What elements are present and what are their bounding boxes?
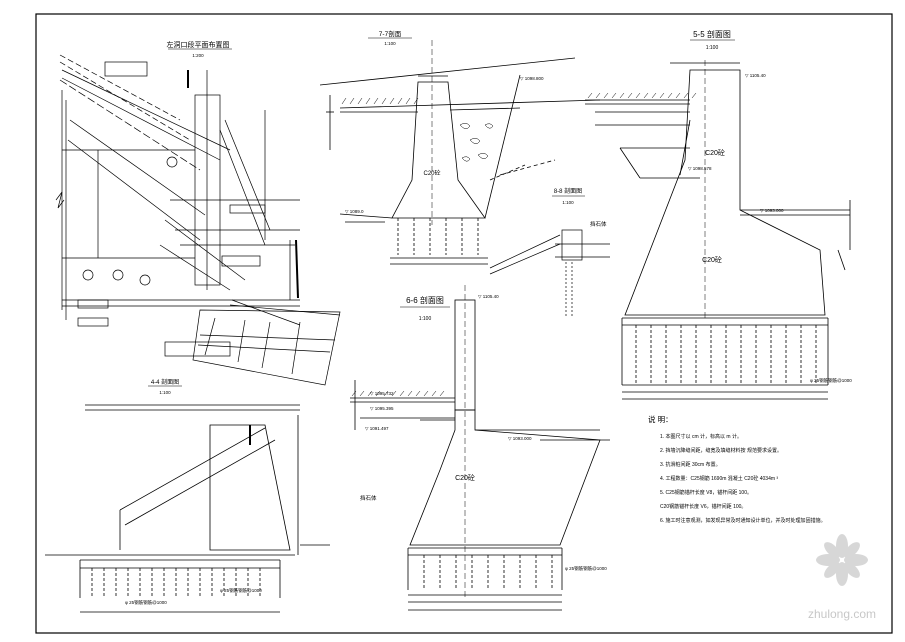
section-7-7 [319,40,601,265]
note-item-3: 3. 抗滑桩间距 30cm 布置。 [660,461,721,468]
notes-block: 说 明： 1. 本图尺寸以 cm 计，标高以 m 计。 2. 挡墙沉降缝间距，缝… [648,414,826,524]
note-item-2: 2. 挡墙沉降缝间距，缝宽及填缝材料按 规范要求设置。 [660,447,782,454]
plan-view [55,54,341,386]
section-6-6-labels: 6-6 剖面图 1:100 ▽ 1105.40 ▽ 1095.732 ▽ 109… [360,294,607,572]
plan-title-group: 左洞口段平面布置图 1:200 [167,40,232,58]
s66-elev-b: ▽ 1095.395 [370,406,394,411]
s88-scale: 1:100 [562,200,574,205]
s7-elev-top: ▽ 1098.800 [520,76,544,81]
note-item-5: 5. C25钢筋锚杆长度 V8，锚杆间距 100。 [660,489,752,496]
s88-label: 挡石体 [590,220,607,228]
s66-elev-top: ▽ 1105.40 [478,294,499,299]
s7-scale: 1:100 [384,41,396,46]
s55-elev-right: ▽ 1093.000 [760,208,784,213]
s66-note-bottom: φ 25钢筋钢筋@1000 [565,565,607,572]
watermark-logo-icon [816,534,868,586]
note-item-1: 1. 本图尺寸以 cm 计，标高以 m 计。 [660,433,742,440]
notes-heading: 说 明： [648,414,673,424]
section-5-5 [585,60,851,400]
s55-material-lower: C20砼 [702,255,722,264]
s88-title: 8-8 剖面图 [554,187,582,195]
section-4-4 [45,404,330,613]
s44-scale: 1:100 [159,390,171,395]
s7-elev-bottom: ▽ 1089.0 [345,209,364,214]
section-7-7-labels: 7-7剖面 1:100 ▽ 1098.800 ▽ 1089.0 C20砼 [345,29,544,214]
s55-title: 5-5 剖面图 [693,29,731,39]
section-6-6 [350,285,610,611]
s66-elev-d: ▽ 1093.000 [508,436,532,441]
s55-elev-top: ▽ 1105.40 [745,73,766,78]
s66-title: 6-6 剖面图 [406,295,444,305]
note-item-6: C20钢筋锚杆长度 V6，锚杆间距 100。 [660,503,746,510]
s44-note-a: φ 25钢筋钢筋@1000 [125,599,167,606]
s44-note-b: φ 25钢筋钢筋@1000 [220,587,262,594]
section-5-5-labels: 5-5 剖面图 1:100 ▽ 1105.40 ▽ 1098.578 ▽ 109… [688,29,852,384]
plan-title: 左洞口段平面布置图 [167,40,230,49]
note-item-7: 6. 施工时注意观测，如发现异常及时通知设计单位，并及时处理加固措施。 [660,517,826,524]
watermark-text: zhulong.com [808,607,876,621]
s66-elev-a: ▽ 1095.732 [370,391,394,396]
s55-scale: 1:100 [706,45,719,51]
watermark: zhulong.com [808,534,876,621]
s66-elev-c: ▽ 1091.497 [365,426,389,431]
s66-scale: 1:100 [419,316,432,322]
s66-label-left: 挡石体 [360,494,377,502]
drawing-frame [35,13,893,634]
note-item-4: 4. 工程数量：C25钢筋 1690m 混凝土 C20砼 4034m ³ [660,475,778,482]
s44-title: 4-4 剖面图 [151,378,179,386]
s55-elev-mid: ▽ 1098.578 [688,166,712,171]
section-4-4-labels: 4-4 剖面图 1:100 φ 25钢筋钢筋@1000 φ 25钢筋钢筋@100… [125,378,262,606]
section-8-8-labels: 8-8 剖面图 1:100 挡石体 [552,187,607,228]
s55-note-right: φ 25钢筋钢筋@1000 [810,377,852,384]
plan-scale: 1:200 [192,53,204,58]
s7-title: 7-7剖面 [379,29,402,38]
s66-material: C20砼 [455,473,475,482]
section-8-8 [489,229,610,318]
s7-material: C20砼 [423,169,440,177]
s55-material-upper: C20砼 [705,148,725,157]
